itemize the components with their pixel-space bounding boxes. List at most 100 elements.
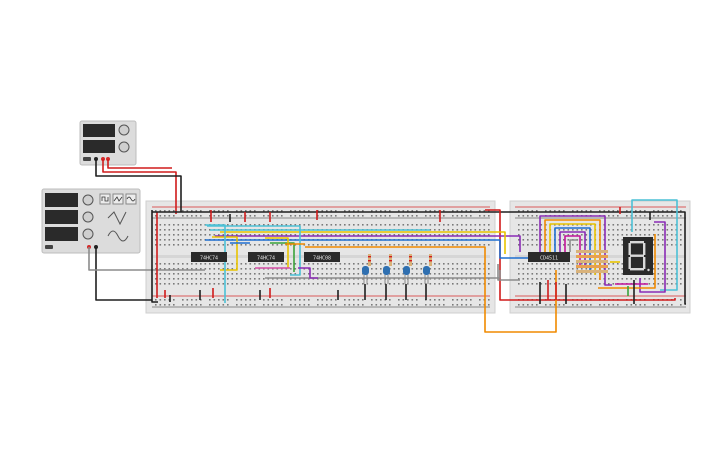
breadboard-hole[interactable] xyxy=(204,263,207,265)
breadboard-hole[interactable] xyxy=(443,229,445,231)
frequency-knob[interactable] xyxy=(82,194,94,206)
breadboard-hole[interactable] xyxy=(231,244,234,246)
breadboard-hole[interactable] xyxy=(630,234,633,236)
breadboard-hole[interactable] xyxy=(443,210,445,212)
breadboard-hole[interactable] xyxy=(536,244,538,246)
breadboard-hole[interactable] xyxy=(671,229,673,231)
breadboard-hole[interactable] xyxy=(585,268,588,270)
breadboard-hole[interactable] xyxy=(608,210,610,212)
breadboard-hole[interactable] xyxy=(416,234,418,236)
amplitude-knob[interactable] xyxy=(82,211,94,223)
breadboard-hole[interactable] xyxy=(317,304,319,306)
breadboard-hole[interactable] xyxy=(680,304,682,306)
breadboard-hole[interactable] xyxy=(527,268,529,270)
breadboard-hole[interactable] xyxy=(321,273,324,275)
breadboard-hole[interactable] xyxy=(177,263,180,265)
breadboard-hole[interactable] xyxy=(209,299,211,301)
breadboard-hole[interactable] xyxy=(407,210,409,212)
breadboard-hole[interactable] xyxy=(209,278,211,280)
breadboard-hole[interactable] xyxy=(680,244,682,246)
breadboard-hole[interactable] xyxy=(335,304,337,306)
breadboard-hole[interactable] xyxy=(680,268,682,270)
breadboard-hole[interactable] xyxy=(671,234,673,236)
breadboard-hole[interactable] xyxy=(465,304,468,306)
breadboard-hole[interactable] xyxy=(312,263,315,265)
breadboard-hole[interactable] xyxy=(639,234,642,236)
breadboard-hole[interactable] xyxy=(263,224,265,226)
breadboard-hole[interactable] xyxy=(558,263,561,265)
breadboard-hole[interactable] xyxy=(488,263,490,265)
breadboard-hole[interactable] xyxy=(164,283,166,285)
breadboard-hole[interactable] xyxy=(567,278,570,280)
breadboard-hole[interactable] xyxy=(186,263,189,265)
breadboard-hole[interactable] xyxy=(531,304,534,306)
breadboard-hole[interactable] xyxy=(456,229,459,231)
breadboard-hole[interactable] xyxy=(308,273,310,275)
breadboard-hole[interactable] xyxy=(245,210,247,212)
breadboard-hole[interactable] xyxy=(263,234,265,236)
breadboard-hole[interactable] xyxy=(434,244,436,246)
breadboard-hole[interactable] xyxy=(671,268,673,270)
breadboard-hole[interactable] xyxy=(263,263,265,265)
resistor[interactable] xyxy=(389,254,392,266)
breadboard-hole[interactable] xyxy=(461,244,463,246)
breadboard-hole[interactable] xyxy=(200,215,202,217)
breadboard-hole[interactable] xyxy=(281,304,283,306)
breadboard-hole[interactable] xyxy=(164,215,166,217)
breadboard-hole[interactable] xyxy=(452,234,454,236)
breadboard-hole[interactable] xyxy=(164,273,166,275)
breadboard-hole[interactable] xyxy=(182,239,184,241)
breadboard-hole[interactable] xyxy=(563,263,565,265)
breadboard-hole[interactable] xyxy=(308,263,310,265)
breadboard-hole[interactable] xyxy=(222,278,225,280)
breadboard-hole[interactable] xyxy=(245,224,247,226)
breadboard-hole[interactable] xyxy=(474,268,477,270)
breadboard-hole[interactable] xyxy=(474,283,477,285)
breadboard-hole[interactable] xyxy=(527,304,529,306)
breadboard-hole[interactable] xyxy=(191,273,193,275)
breadboard-hole[interactable] xyxy=(191,278,193,280)
breadboard-hole[interactable] xyxy=(249,263,252,265)
breadboard-hole[interactable] xyxy=(258,273,261,275)
breadboard-hole[interactable] xyxy=(276,283,279,285)
breadboard-hole[interactable] xyxy=(380,299,382,301)
breadboard-hole[interactable] xyxy=(321,304,324,306)
breadboard-hole[interactable] xyxy=(416,283,418,285)
breadboard-hole[interactable] xyxy=(536,278,538,280)
breadboard-hole[interactable] xyxy=(581,304,583,306)
breadboard-hole[interactable] xyxy=(474,244,477,246)
breadboard-hole[interactable] xyxy=(680,234,682,236)
breadboard-hole[interactable] xyxy=(456,263,459,265)
breadboard-hole[interactable] xyxy=(249,273,252,275)
breadboard-hole[interactable] xyxy=(411,299,414,301)
breadboard-hole[interactable] xyxy=(434,268,436,270)
breadboard-hole[interactable] xyxy=(371,304,373,306)
breadboard-hole[interactable] xyxy=(281,299,283,301)
breadboard-hole[interactable] xyxy=(357,299,360,301)
breadboard-hole[interactable] xyxy=(434,224,436,226)
breadboard-hole[interactable] xyxy=(344,210,346,212)
breadboard-hole[interactable] xyxy=(276,215,279,217)
breadboard-hole[interactable] xyxy=(173,283,175,285)
breadboard-hole[interactable] xyxy=(666,263,669,265)
breadboard-hole[interactable] xyxy=(402,273,405,275)
breadboard-hole[interactable] xyxy=(465,224,468,226)
breadboard-hole[interactable] xyxy=(540,278,543,280)
breadboard-hole[interactable] xyxy=(168,234,171,236)
breadboard-hole[interactable] xyxy=(294,210,297,212)
breadboard-hole[interactable] xyxy=(227,299,229,301)
breadboard-hole[interactable] xyxy=(357,215,360,217)
breadboard-hole[interactable] xyxy=(576,283,579,285)
breadboard-hole[interactable] xyxy=(366,224,369,226)
breadboard-hole[interactable] xyxy=(213,304,216,306)
breadboard-hole[interactable] xyxy=(366,263,369,265)
breadboard-hole[interactable] xyxy=(411,215,414,217)
breadboard-hole[interactable] xyxy=(321,268,324,270)
breadboard-hole[interactable] xyxy=(240,283,243,285)
breadboard-hole[interactable] xyxy=(653,304,655,306)
breadboard-hole[interactable] xyxy=(411,210,414,212)
breadboard-hole[interactable] xyxy=(488,283,490,285)
breadboard-hole[interactable] xyxy=(630,304,633,306)
breadboard-hole[interactable] xyxy=(168,244,171,246)
breadboard-hole[interactable] xyxy=(608,273,610,275)
